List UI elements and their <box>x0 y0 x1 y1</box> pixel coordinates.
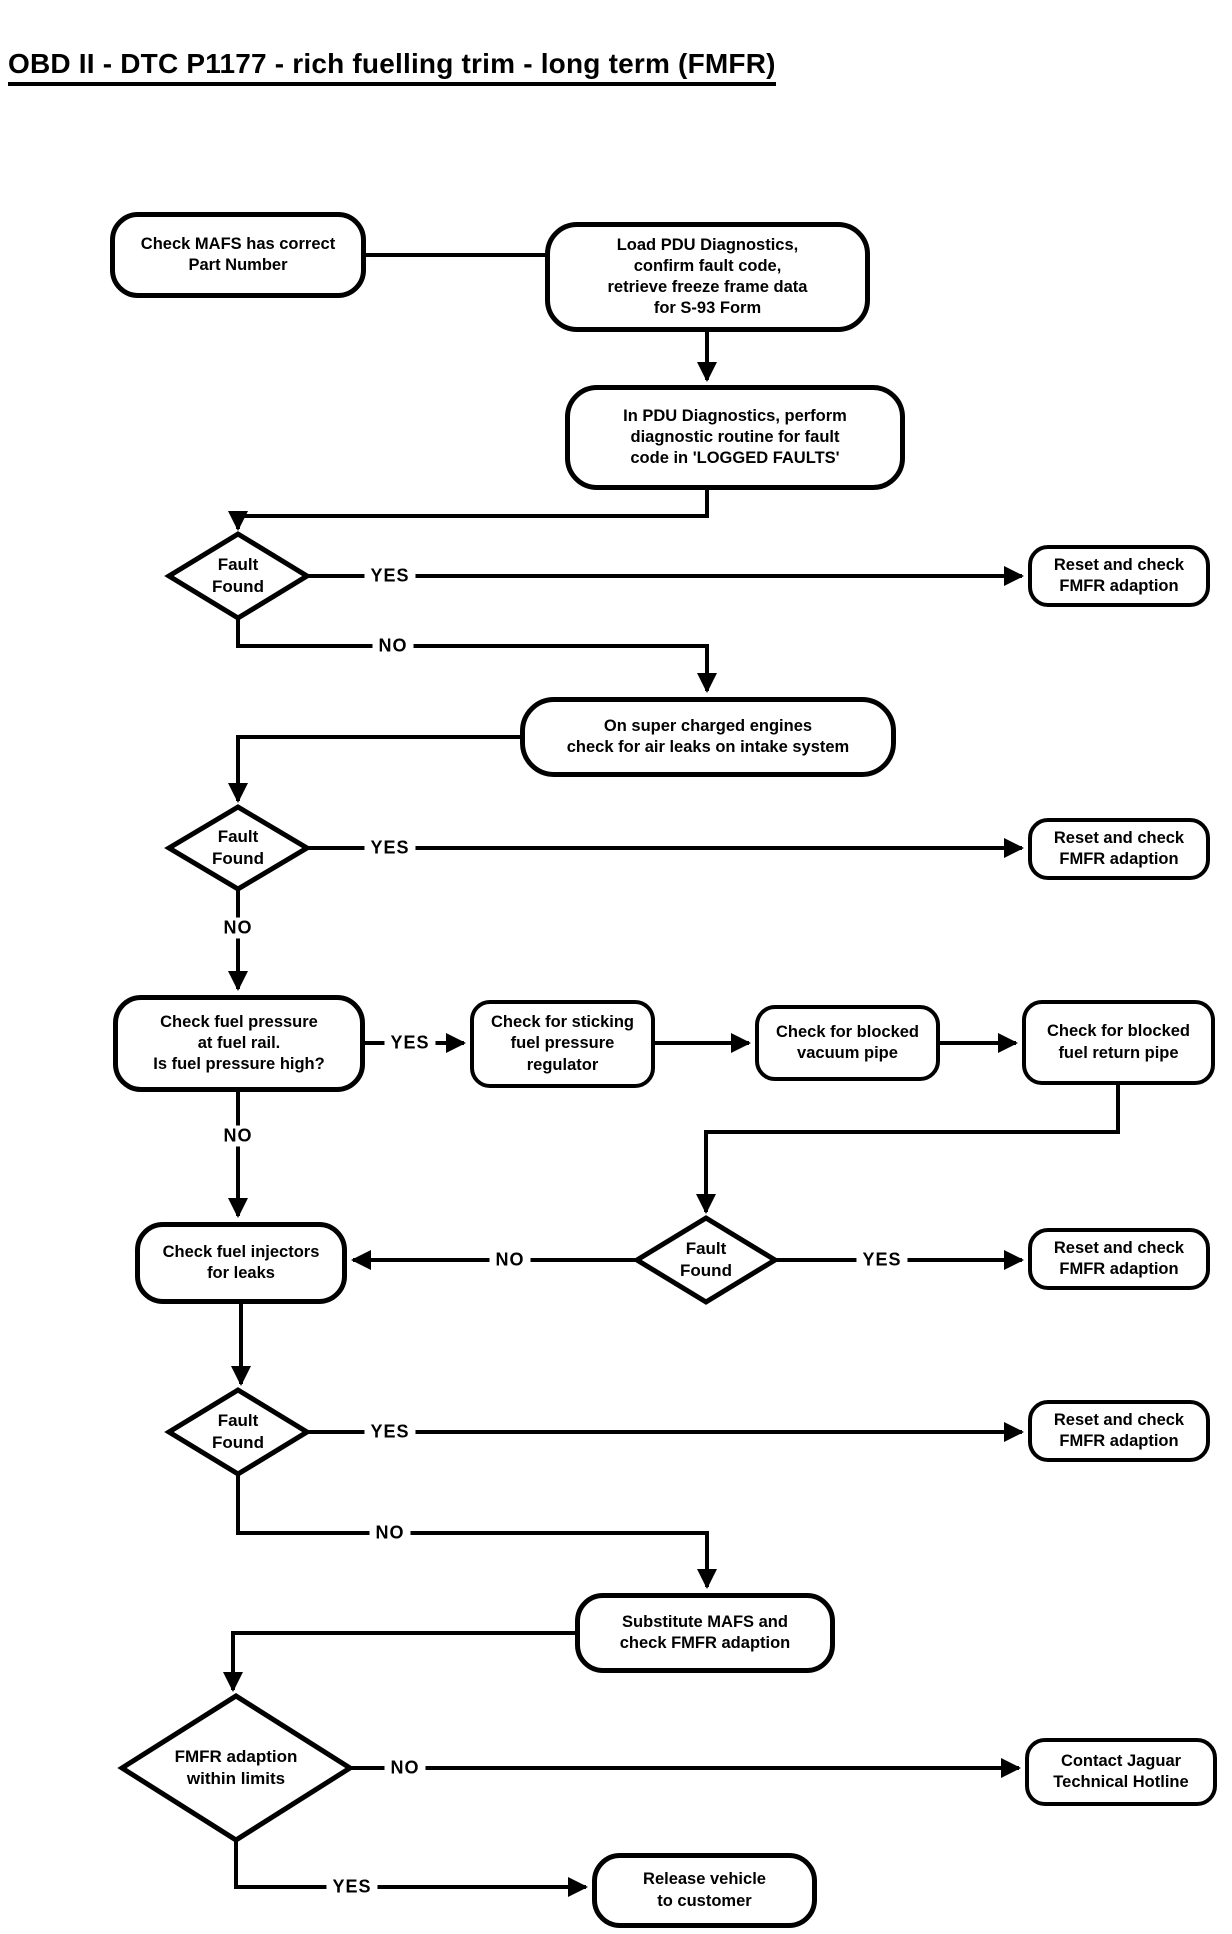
fault-found-2-diamond <box>164 804 312 892</box>
page-title: OBD II - DTC P1177 - rich fuelling trim … <box>8 48 776 86</box>
node-blocked-vacuum: Check for blocked vacuum pipe <box>755 1005 940 1081</box>
edge-label-fault2-no: NO <box>217 917 259 939</box>
fault-found-4-diamond <box>164 1387 312 1477</box>
node-sticking-regulator-label: Check for sticking fuel pressure regulat… <box>490 1013 635 1074</box>
node-blocked-return-label: Check for blocked fuel return pipe <box>1046 1022 1191 1062</box>
node-reset-2: Reset and check FMFR adaption <box>1028 818 1210 880</box>
node-fuel-pressure: Check fuel pressure at fuel rail. Is fue… <box>113 995 365 1092</box>
node-reset-1-label: Reset and check FMFR adaption <box>1053 555 1185 595</box>
node-check-mafs: Check MAFS has correct Part Number <box>110 212 366 298</box>
edge-label-fault3-yes: YES <box>856 1249 908 1271</box>
fault-found-1-diamond <box>164 531 312 621</box>
edge-label-fault1-no: NO <box>372 635 414 657</box>
edge-label-pressure-no: NO <box>217 1125 259 1147</box>
node-reset-3: Reset and check FMFR adaption <box>1028 1228 1210 1290</box>
node-pdu-routine: In PDU Diagnostics, perform diagnostic r… <box>565 385 905 490</box>
connector-fault1-no-to-supercharged <box>236 618 717 693</box>
edge-label-pressure-yes: YES <box>384 1032 436 1054</box>
node-fuel-injectors: Check fuel injectors for leaks <box>135 1222 347 1304</box>
connector-return-to-fault3 <box>696 1085 1120 1214</box>
node-fuel-injectors-label: Check fuel injectors for leaks <box>162 1242 320 1282</box>
node-load-pdu-label: Load PDU Diagnostics, confirm fault code… <box>607 235 808 318</box>
edge-label-fault1-yes: YES <box>364 565 416 587</box>
node-reset-4-label: Reset and check FMFR adaption <box>1053 1410 1185 1450</box>
node-reset-2-label: Reset and check FMFR adaption <box>1053 828 1185 868</box>
node-supercharged-label: On super charged engines check for air l… <box>566 716 850 756</box>
connector-routine-to-fault1 <box>228 490 709 531</box>
edge-label-limits-yes: YES <box>326 1876 378 1898</box>
node-pdu-routine-label: In PDU Diagnostics, perform diagnostic r… <box>623 406 847 468</box>
node-fault-found-2: Fault Found <box>169 807 307 889</box>
node-blocked-vacuum-label: Check for blocked vacuum pipe <box>775 1022 920 1062</box>
node-substitute-mafs-label: Substitute MAFS and check FMFR adaption <box>619 1612 791 1652</box>
connector-supercharged-to-fault2 <box>228 735 522 803</box>
node-contact-jaguar-label: Contact Jaguar Technical Hotline <box>1053 1751 1189 1791</box>
fault-found-4-label: Fault Found <box>212 1411 264 1452</box>
fault-found-3-label: Fault Found <box>680 1239 732 1280</box>
node-load-pdu: Load PDU Diagnostics, confirm fault code… <box>545 222 870 332</box>
connector-fmfrlimits-yes-to-release <box>234 1840 588 1897</box>
node-contact-jaguar: Contact Jaguar Technical Hotline <box>1025 1738 1217 1806</box>
node-fault-found-4: Fault Found <box>169 1390 307 1474</box>
node-release-vehicle: Release vehicle to customer <box>592 1853 817 1928</box>
node-fuel-pressure-label: Check fuel pressure at fuel rail. Is fue… <box>153 1012 325 1074</box>
node-supercharged: On super charged engines check for air l… <box>520 697 896 777</box>
edge-label-fault4-yes: YES <box>364 1421 416 1443</box>
fault-found-1-label: Fault Found <box>212 555 264 596</box>
node-substitute-mafs: Substitute MAFS and check FMFR adaption <box>575 1593 835 1673</box>
node-reset-4: Reset and check FMFR adaption <box>1028 1400 1210 1462</box>
connector-fault4-no-to-substitute <box>236 1474 717 1589</box>
node-release-vehicle-label: Release vehicle to customer <box>643 1870 766 1910</box>
fmfr-limits-diamond <box>117 1693 355 1843</box>
edge-label-fault2-yes: YES <box>364 837 416 859</box>
node-fault-found-1: Fault Found <box>169 534 307 618</box>
fault-found-3-diamond <box>632 1215 780 1305</box>
connector-substitute-to-fmfrlimits <box>223 1631 577 1692</box>
node-fault-found-3: Fault Found <box>637 1218 775 1302</box>
node-fmfr-limits: FMFR adaption within limits <box>122 1696 350 1840</box>
node-check-mafs-label: Check MAFS has correct Part Number <box>140 234 336 274</box>
node-reset-3-label: Reset and check FMFR adaption <box>1053 1238 1185 1278</box>
edge-label-fault4-no: NO <box>369 1522 411 1544</box>
fault-found-2-label: Fault Found <box>212 827 264 868</box>
node-blocked-return: Check for blocked fuel return pipe <box>1022 1000 1215 1085</box>
edge-label-fault3-no: NO <box>489 1249 531 1271</box>
node-sticking-regulator: Check for sticking fuel pressure regulat… <box>470 1000 655 1088</box>
node-reset-1: Reset and check FMFR adaption <box>1028 545 1210 607</box>
fmfr-limits-label: FMFR adaption within limits <box>174 1747 298 1788</box>
edge-label-limits-no: NO <box>384 1757 426 1779</box>
